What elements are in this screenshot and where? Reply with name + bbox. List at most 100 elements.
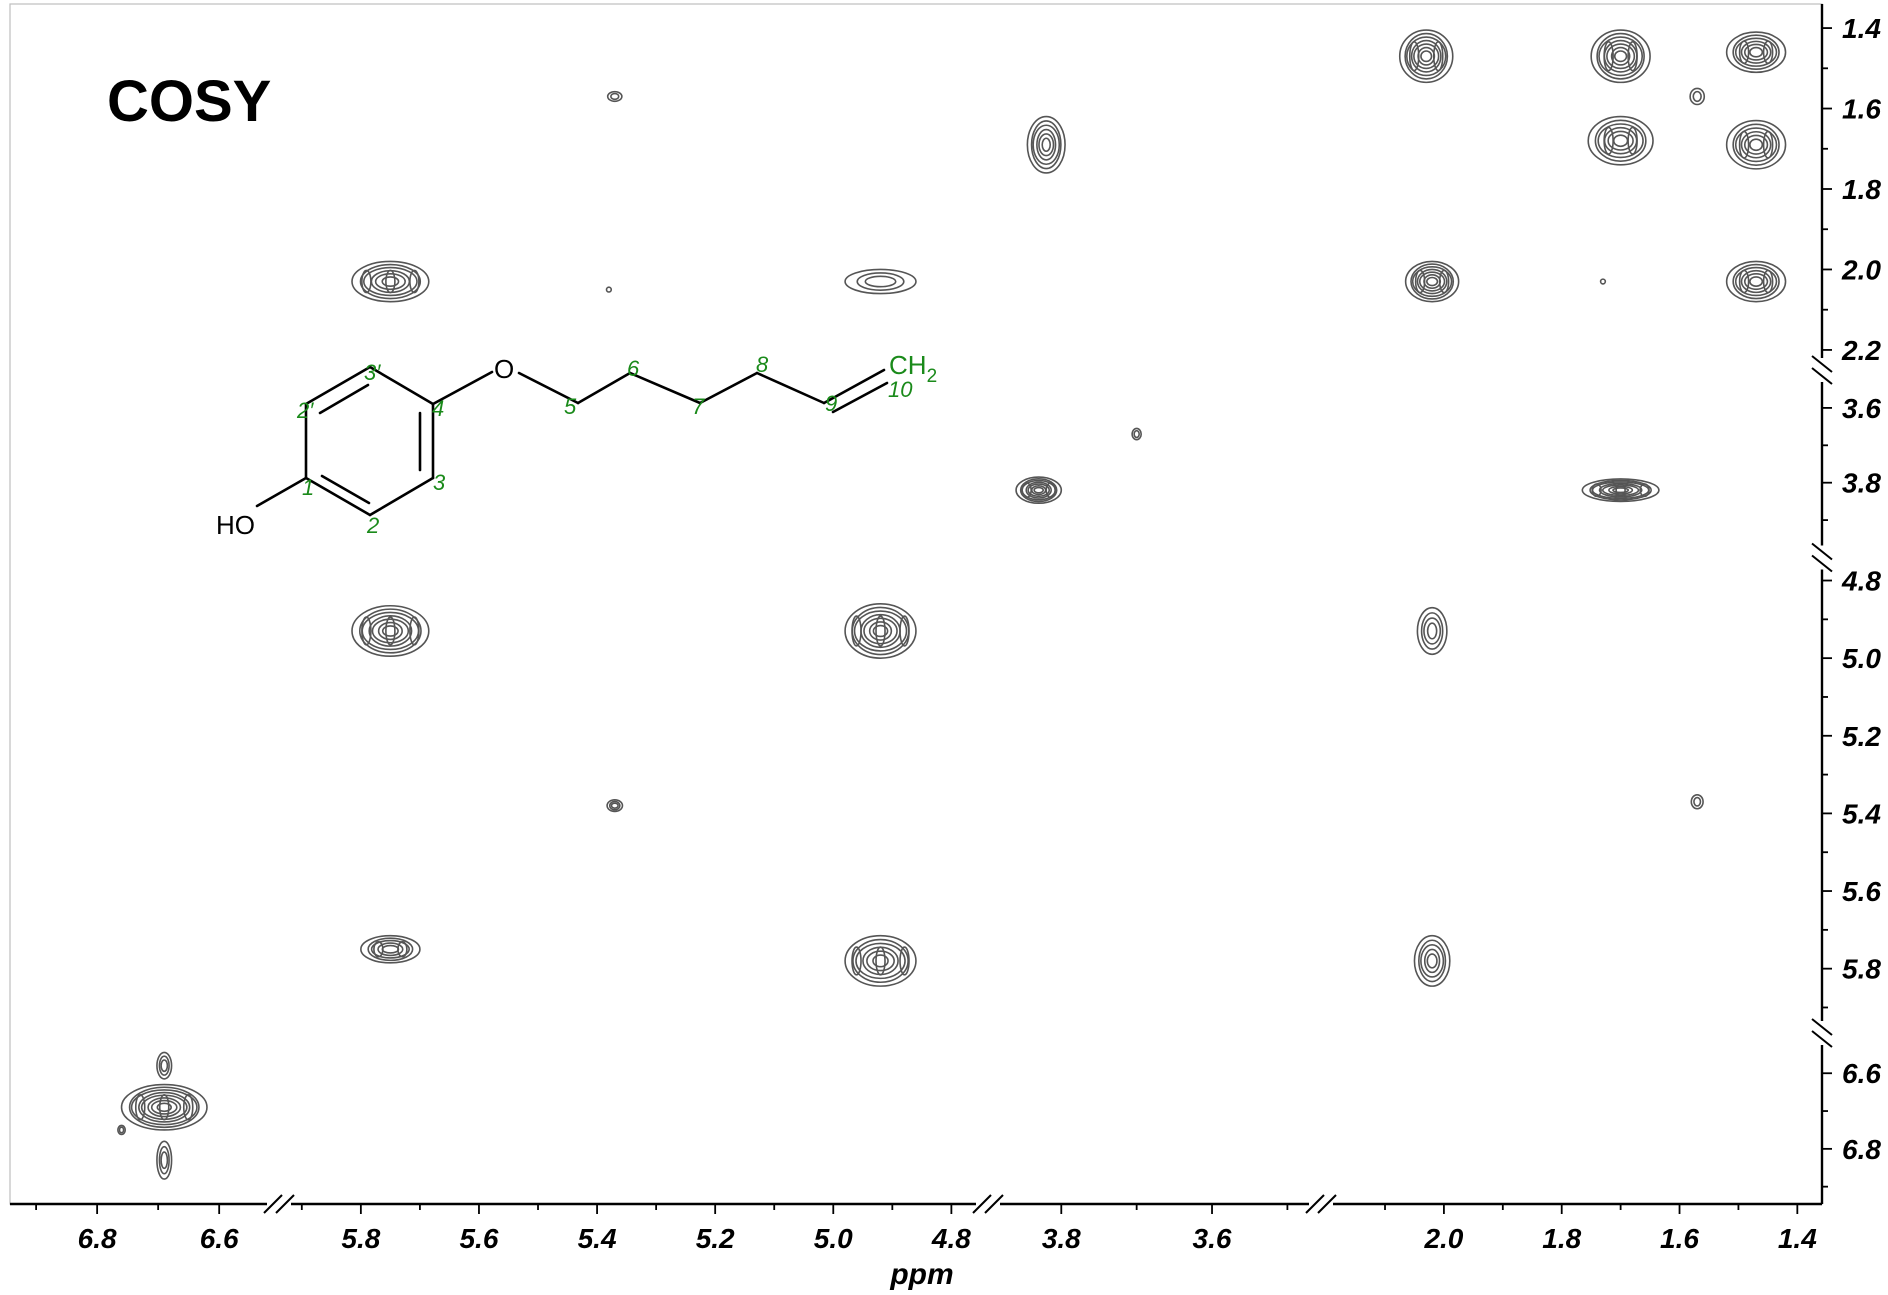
contour-level <box>1734 37 1778 67</box>
contour-level <box>856 272 905 291</box>
y-tick-label: 5.8 <box>1842 954 1881 985</box>
y-axis-break-mark <box>1811 367 1833 385</box>
cross-peak <box>1581 478 1660 503</box>
hydroxyl-label: HO <box>216 510 255 540</box>
multiplet-line <box>1627 126 1638 155</box>
atom-number-7: 7 <box>692 394 705 419</box>
y-tick-label: 2.0 <box>1841 254 1881 285</box>
multiplet-line <box>1615 483 1626 498</box>
chart-title: COSY <box>107 69 271 134</box>
x-axis-break-gap <box>976 1198 1000 1210</box>
contour-level <box>1019 478 1058 503</box>
multiplet-line <box>899 615 910 647</box>
y-tick-label: 5.2 <box>1842 721 1881 752</box>
contour-level <box>1599 278 1607 285</box>
cross-peak <box>844 934 917 987</box>
cross-peak <box>360 934 421 964</box>
cross-peak <box>1587 115 1654 166</box>
contour-level <box>605 286 613 293</box>
atom-number-10: 10 <box>888 377 913 402</box>
multiplet-line <box>1438 269 1450 294</box>
contour-level <box>1423 948 1441 974</box>
contour-level <box>1416 268 1448 295</box>
y-tick-label: 1.4 <box>1842 13 1881 44</box>
cross-peak <box>351 604 430 658</box>
contour-level <box>1610 46 1631 66</box>
contour-level <box>1749 46 1764 58</box>
contour-level <box>1613 50 1628 63</box>
x-tick-label: 3.8 <box>1042 1223 1081 1254</box>
atom-number-5: 5 <box>564 394 577 419</box>
contour-level <box>351 604 430 658</box>
cross-peak <box>120 1083 208 1131</box>
atom-number-1: 1 <box>302 475 314 500</box>
atom-number-2: 2 <box>366 513 379 538</box>
contour-level <box>368 615 413 647</box>
contour-level <box>606 90 623 103</box>
contour-level <box>1413 934 1451 987</box>
y-tick-label: 3.6 <box>1842 393 1881 424</box>
contour-level <box>1690 793 1704 810</box>
contour-level <box>1027 483 1051 498</box>
x-tick-label: 1.6 <box>1660 1223 1699 1254</box>
contour-level <box>381 944 400 954</box>
multiplet-line <box>385 616 396 646</box>
contour-level <box>150 1099 178 1115</box>
contour-level <box>1607 130 1634 151</box>
cross-peak <box>606 799 624 813</box>
y-tick-label: 1.8 <box>1842 174 1881 205</box>
contour-level <box>853 610 908 652</box>
cross-peak <box>1725 260 1787 303</box>
x-tick-label: 4.8 <box>931 1223 971 1254</box>
y-tick-label: 5.6 <box>1842 876 1881 907</box>
y-axis-break-mark <box>1811 542 1833 561</box>
atom-number-4: 4 <box>432 396 444 421</box>
x-tick-label: 6.8 <box>78 1223 117 1254</box>
contour-level <box>872 624 889 638</box>
y-axis-break-mark <box>1811 1018 1833 1036</box>
multiplet-line <box>1639 483 1650 498</box>
contour-level <box>1606 43 1636 70</box>
multiplet-line <box>899 946 910 976</box>
contour-level <box>156 1140 173 1180</box>
x-tick-label: 3.6 <box>1193 1223 1232 1254</box>
multiplet-line <box>851 946 862 976</box>
x-tick-label: 1.4 <box>1778 1223 1817 1254</box>
contour-level <box>1749 276 1764 287</box>
contour-level <box>1732 34 1780 71</box>
y-tick-label: 4.8 <box>1841 566 1881 597</box>
multiplet-line <box>1603 41 1614 72</box>
contour-level <box>1590 29 1651 84</box>
contour-level <box>1026 115 1066 174</box>
y-tick-label: 5.0 <box>1842 643 1881 674</box>
x-tick-label: 5.8 <box>341 1223 380 1254</box>
contour-level <box>1410 39 1442 73</box>
x-tick-label: 2.0 <box>1423 1223 1463 1254</box>
contour-level <box>606 799 624 813</box>
contour-level <box>130 1089 198 1126</box>
cross-peak <box>1398 29 1454 84</box>
contour-level <box>1426 276 1439 287</box>
contour-level <box>1025 481 1052 499</box>
contour-level <box>1743 43 1769 61</box>
contour-level <box>138 1091 191 1123</box>
atom-number-3: 3 <box>433 470 446 495</box>
contour-level <box>1036 128 1057 161</box>
contour-level <box>1732 263 1780 300</box>
contour-level <box>1131 427 1142 441</box>
y-tick-label: 3.8 <box>1842 468 1881 499</box>
multiplet-line <box>397 940 408 958</box>
contour-level <box>156 1102 172 1113</box>
contour-level <box>158 1055 170 1076</box>
contour-level <box>359 263 422 300</box>
contour-level <box>1033 486 1045 494</box>
contour-level <box>610 802 619 809</box>
contour-level <box>844 268 917 295</box>
contour-level <box>1596 32 1645 80</box>
cross-peak <box>1404 260 1460 303</box>
y-axis-break-mark <box>1811 554 1833 573</box>
y-axis-break-gap <box>1816 1021 1828 1045</box>
contour-level <box>160 1059 169 1073</box>
contour-level <box>351 260 430 303</box>
